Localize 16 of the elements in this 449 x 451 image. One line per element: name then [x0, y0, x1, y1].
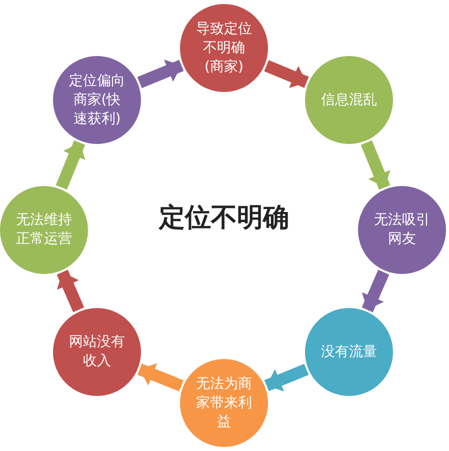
circle-node: 无法维持正常运营 — [0, 186, 88, 274]
circle-node: 导致定位不明确(商家) — [180, 4, 268, 92]
block-arrow — [264, 364, 309, 392]
circle-node: 网站没有收入 — [53, 308, 141, 396]
block-arrow — [264, 60, 309, 88]
block-arrow — [56, 140, 86, 190]
circle-node: 无法为商家带来利益 — [180, 359, 268, 447]
center-title: 定位不明确 — [158, 202, 290, 235]
circle-node: 定位偏向商家(快速获利) — [53, 56, 141, 144]
block-arrow — [362, 270, 390, 312]
circle-node: 没有流量 — [305, 308, 393, 396]
circle-node: 无法吸引网友 — [358, 186, 446, 274]
block-arrow — [360, 140, 390, 190]
block-arrow — [137, 363, 184, 392]
circle-node: 信息混乱 — [305, 56, 393, 144]
block-arrow — [56, 270, 84, 312]
